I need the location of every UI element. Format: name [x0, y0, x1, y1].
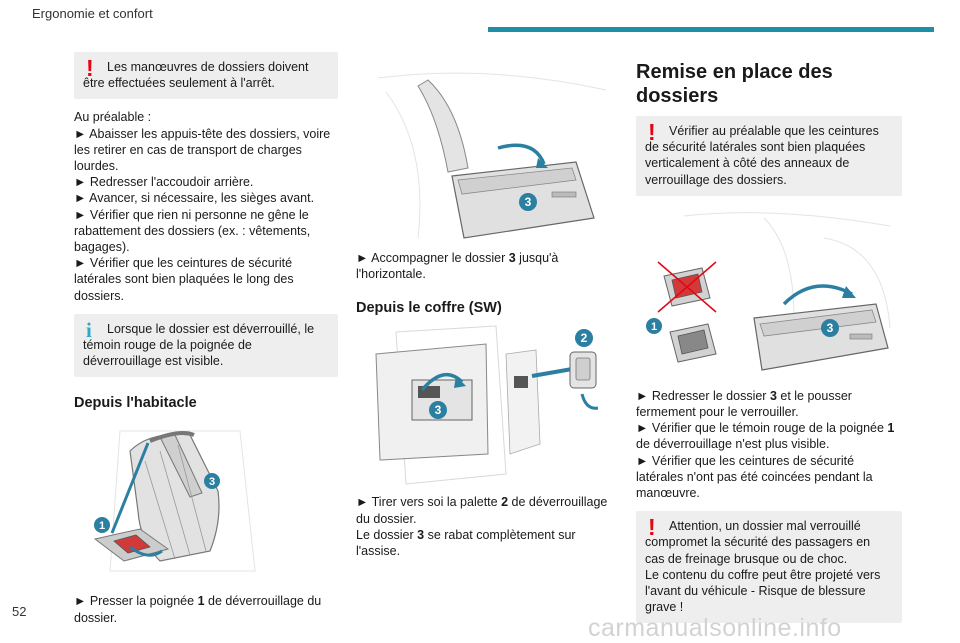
prep-line: ► Avancer, si nécessaire, les sièges ava…	[74, 191, 315, 206]
callout-circle	[429, 401, 447, 420]
callout-label: 2	[581, 331, 588, 345]
warning-exclamation-icon: !	[86, 55, 94, 81]
callout-label: 1	[651, 321, 657, 333]
watermark: carmanualsonline.info	[588, 614, 842, 642]
step-text: ► Redresser le dossier 3 et le pousser f…	[636, 388, 852, 420]
info-i-icon: i	[86, 317, 92, 342]
section-heading: Depuis le coffre (SW)	[356, 300, 502, 317]
column-2: 3 ► Accompagner le dossier 3 jusqu'à l'h…	[356, 52, 618, 559]
warning-note-text: Le contenu du coffre peut être projeté v…	[645, 567, 881, 615]
info-note: i Lorsque le dossier est déverrouillé, l…	[74, 313, 338, 378]
step-text: Le dossier 3 se rabat complètement sur l…	[356, 527, 576, 559]
callout-label: 3	[435, 403, 442, 417]
section-heading: Depuis l'habitacle	[74, 395, 197, 412]
callout-label: 3	[209, 476, 215, 488]
warning-note-text: Vérifier au préalable que les ceintures …	[645, 124, 879, 187]
illustration-seat-handle: 3 1	[90, 421, 338, 581]
section-title: Ergonomie et confort	[32, 6, 153, 21]
callout-circle	[646, 317, 662, 334]
warning-exclamation-icon: !	[648, 119, 656, 145]
callout-label: 1	[99, 520, 105, 532]
preparation-steps: Au préalable : ► Abaisser les appuis-têt…	[74, 109, 338, 303]
column-3: Remise en place des dossiers ! Vérifier …	[636, 52, 902, 624]
column-1: ! Les manœuvres de dossiers doivent être…	[74, 52, 338, 626]
prep-line: ► Vérifier que les ceintures de sécurité…	[74, 256, 294, 303]
prep-line: ► Vérifier que rien ni personne ne gêne …	[74, 207, 311, 255]
callout-circle	[519, 193, 537, 211]
warning-exclamation-icon: !	[648, 514, 656, 541]
illustration-seat-lock: 3 1	[644, 208, 902, 382]
illustration-trunk-lever: 2 3	[356, 324, 618, 486]
info-note-text: Lorsque le dossier est déverrouillé, le …	[83, 321, 315, 369]
callout-circle	[575, 329, 593, 348]
callout-label: 3	[827, 321, 834, 335]
step-text: ► Vérifier que le témoin rouge de la poi…	[636, 421, 895, 452]
accent-bar	[488, 27, 934, 32]
warning-note-text: Les manœuvres de dossiers doivent être e…	[83, 60, 309, 91]
warning-note: ! Les manœuvres de dossiers doivent être…	[74, 52, 338, 100]
step-text: ► Accompagner le dossier 3 jusqu'à l'hor…	[356, 251, 559, 282]
prep-line: ► Abaisser les appuis-tête des dossiers,…	[74, 126, 331, 174]
prep-line: ► Redresser l'accoudoir arrière.	[74, 175, 254, 190]
page-number: 52	[12, 604, 27, 619]
callout-circle	[821, 318, 839, 337]
callout-label: 3	[525, 195, 532, 209]
warning-note: ! Vérifier au préalable que les ceinture…	[636, 116, 902, 196]
step-text: ► Tirer vers soi la palette 2 de déverro…	[356, 495, 608, 526]
illustration-seat-fold: 3	[368, 68, 618, 244]
section-heading: Remise en place des dossiers	[636, 61, 833, 107]
prep-line: Au préalable :	[74, 110, 152, 125]
callout-circle	[204, 473, 220, 490]
step-text: ► Vérifier que les ceintures de sécurité…	[636, 453, 873, 501]
callout-circle	[94, 517, 110, 534]
warning-note: ! Attention, un dossier mal verrouillé c…	[636, 511, 902, 624]
warning-note-text: Attention, un dossier mal verrouillé com…	[645, 519, 871, 566]
step-text: ► Presser la poignée 1 de déverrouillage…	[74, 594, 322, 625]
